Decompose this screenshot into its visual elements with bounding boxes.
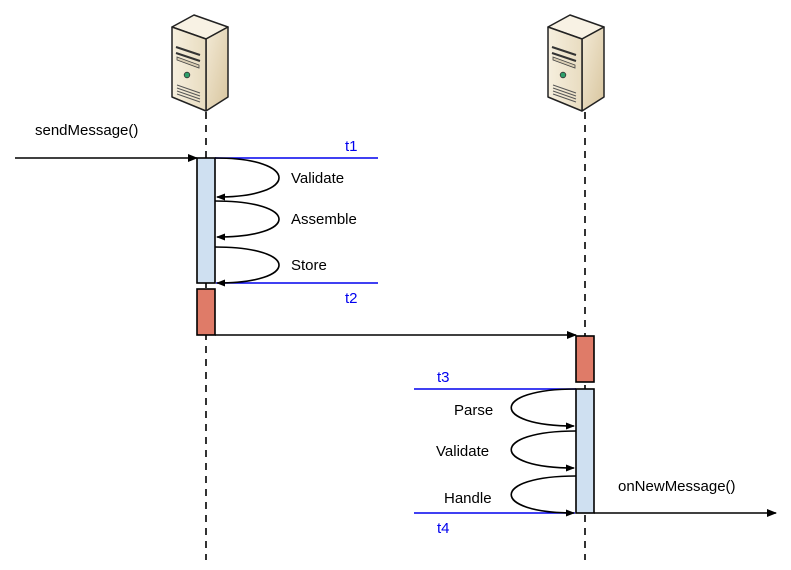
receiver-loop-handle [510,475,577,517]
sender-loop-store [214,246,280,287]
sender-processing-bar [196,157,216,284]
sender-step-store: Store [291,257,327,274]
t1-label: t1 [345,138,358,155]
receiver-step-handle: Handle [444,490,492,507]
receiver-transfer-bar [575,335,595,383]
t3-label: t3 [437,369,450,386]
on-new-message-label: onNewMessage() [618,478,736,495]
sender-loop-validate [214,157,280,201]
receiver-step-validate: Validate [436,443,489,460]
receiver-server-icon [547,14,605,112]
receiver-step-parse: Parse [454,402,493,419]
receiver-processing-bar [575,388,595,514]
sender-step-validate: Validate [291,170,344,187]
send-message-label: sendMessage() [35,122,138,139]
sender-transfer-bar [196,288,216,336]
t4-label: t4 [437,520,450,537]
sender-loop-assemble [214,200,280,241]
receiver-loop-parse [510,388,577,430]
t2-label: t2 [345,290,358,307]
sender-server-icon [171,14,229,112]
sender-step-assemble: Assemble [291,211,357,228]
receiver-loop-validate [510,430,577,472]
